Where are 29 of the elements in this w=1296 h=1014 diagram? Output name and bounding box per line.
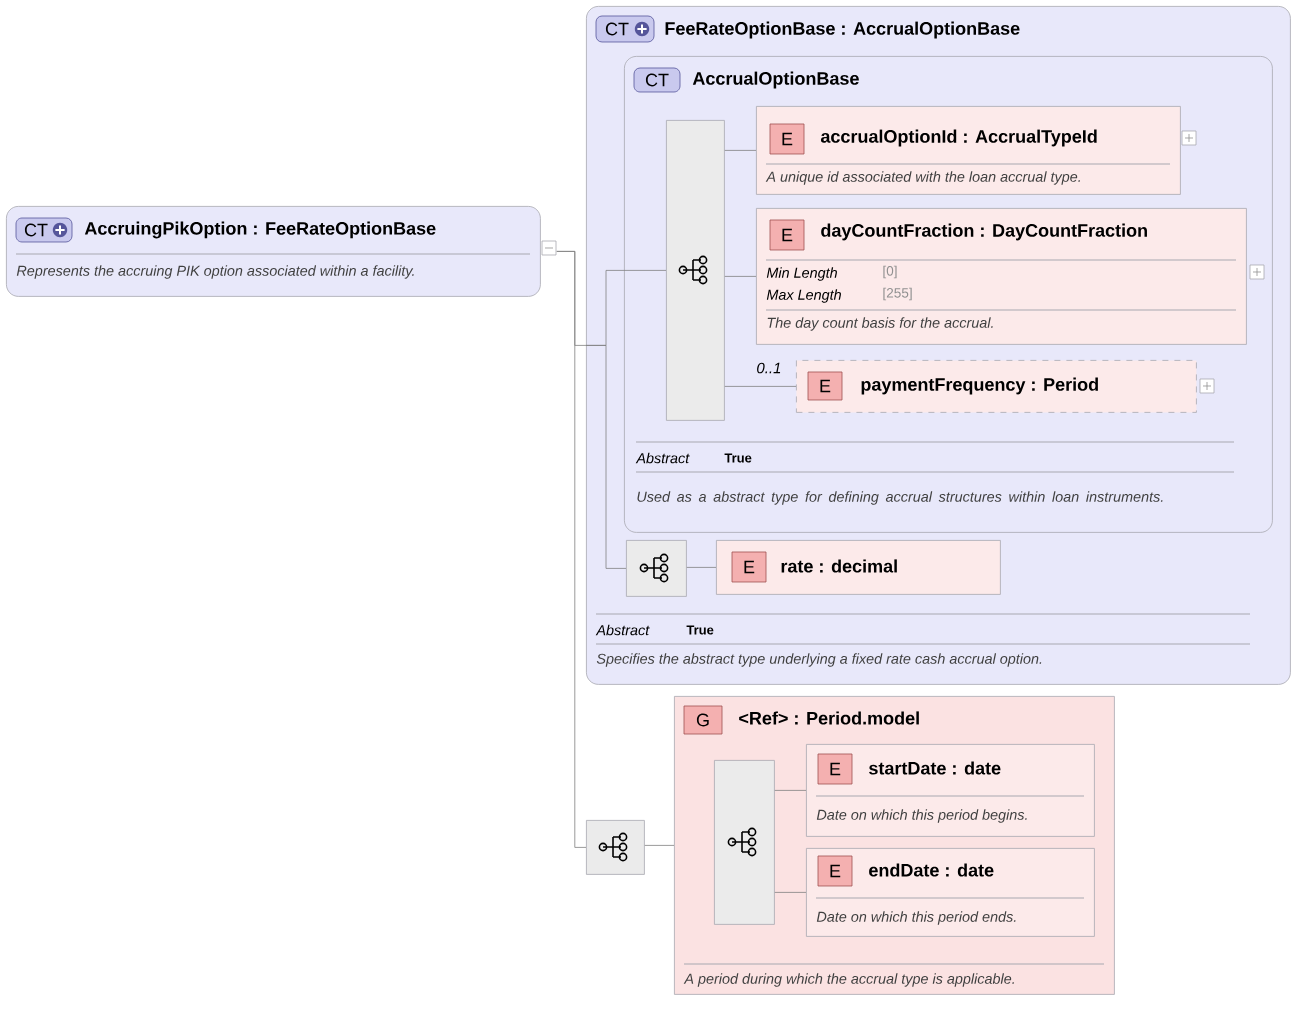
connector-line: [724, 276, 757, 277]
node-title: AccrualOptionBase: [692, 71, 859, 89]
type-badge: E: [817, 753, 853, 785]
node-title: FeeRateOptionBase : AccrualOptionBase: [665, 21, 1020, 39]
type-badge: CT: [15, 217, 73, 243]
node-title: <Ref> : Period.model: [739, 711, 919, 725]
type-badge: E: [769, 219, 805, 251]
node-title: endDate : date: [869, 863, 994, 877]
connector-line: [774, 790, 807, 791]
type-badge: E: [807, 371, 843, 401]
connector-line: [774, 892, 807, 893]
connector-line: [556, 251, 587, 848]
connector-line: [644, 845, 675, 846]
type-badge: E: [817, 855, 853, 887]
type-badge: CT: [633, 67, 681, 93]
type-badge: E: [769, 123, 805, 155]
connector-line: [724, 386, 797, 387]
node-title: dayCountFraction : DayCountFraction: [821, 223, 1147, 241]
node-title: accrualOptionId : AccrualTypeId: [820, 129, 1097, 147]
node-title: rate : decimal: [781, 559, 897, 573]
node-title: startDate : date: [869, 761, 1001, 775]
type-badge: CT: [595, 15, 655, 43]
node-title: paymentFrequency : Period: [861, 377, 1098, 395]
type-badge: E: [731, 551, 767, 583]
connector-line: [724, 150, 757, 151]
node-title: AccruingPikOption : FeeRateOptionBase: [84, 221, 436, 239]
type-badge: G: [683, 705, 723, 735]
connector-line: [686, 567, 717, 568]
connector-line: [585, 345, 627, 569]
